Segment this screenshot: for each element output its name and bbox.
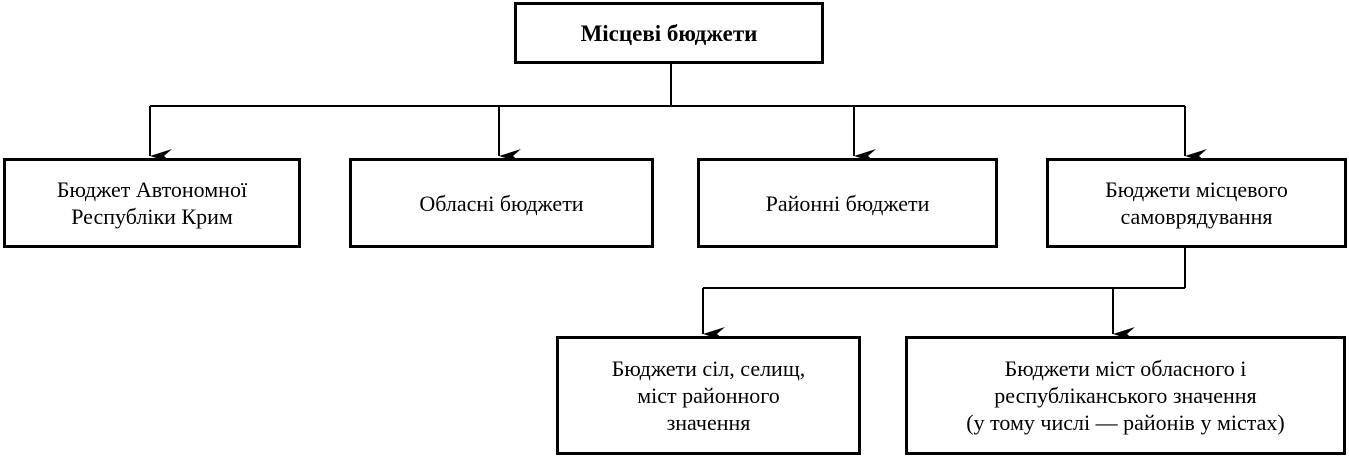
node-oblast-budgets: Обласні бюджети bbox=[349, 158, 654, 248]
node-local-budgets: Місцеві бюджети bbox=[514, 2, 824, 64]
node-crimea-budget: Бюджет Автономної Республіки Крим bbox=[3, 158, 301, 248]
node-self-government-budgets-label: Бюджети місцевого самоврядування bbox=[1105, 177, 1288, 229]
node-self-government-budgets: Бюджети місцевого самоврядування bbox=[1046, 158, 1347, 248]
node-village-town-budgets-label: Бюджети сіл, селищ, міст районного значе… bbox=[611, 356, 806, 435]
node-city-budgets: Бюджети міст обласного і республікансько… bbox=[905, 336, 1346, 455]
node-village-town-budgets: Бюджети сіл, селищ, міст районного значе… bbox=[556, 336, 861, 455]
node-district-budgets: Районні бюджети bbox=[697, 158, 998, 248]
node-oblast-budgets-label: Обласні бюджети bbox=[419, 190, 584, 216]
node-crimea-budget-label: Бюджет Автономної Республіки Крим bbox=[56, 177, 248, 229]
node-district-budgets-label: Районні бюджети bbox=[765, 190, 930, 216]
node-local-budgets-label: Місцеві бюджети bbox=[580, 20, 758, 46]
node-city-budgets-label: Бюджети міст обласного і республікансько… bbox=[966, 356, 1285, 435]
